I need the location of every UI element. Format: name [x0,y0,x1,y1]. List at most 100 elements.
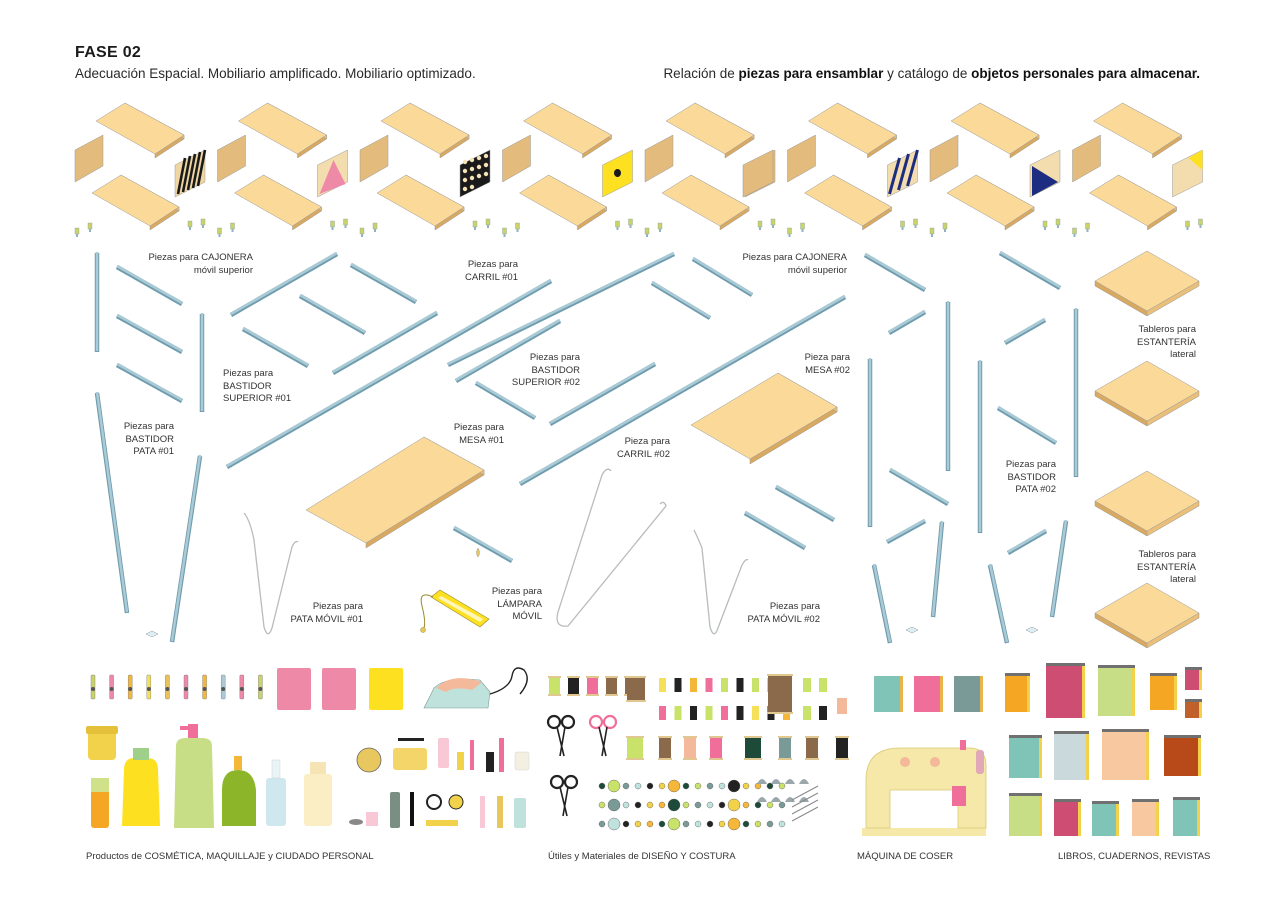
label-line: PATA MÓVIL #01 [290,613,363,625]
clothes-pin-spring [165,687,170,691]
sewing-button [634,801,642,809]
wire-legs [243,468,749,635]
drawer-fitting [502,227,507,235]
leopard-spot [483,162,489,168]
zebra-stripe [186,153,197,191]
sewing-button [667,817,681,831]
scissors-handle [546,714,562,730]
storage-box [954,676,980,712]
milk-bottle-cap [310,762,326,774]
drawer-fitting [628,218,633,226]
rod [332,310,438,374]
category-cosmetica: Productos de COSMÉTICA, MAQUILLAJE y CIU… [86,851,374,862]
sewing-button [742,782,750,790]
book-pages [1086,734,1089,780]
cream-jar [88,730,116,760]
thimble [785,779,795,784]
label-line: MÓVIL [512,611,542,622]
sewing-machine-dial [900,757,910,767]
sewing-button [718,820,726,828]
sewing-button [766,801,774,809]
personal-objects-catalog [86,663,1202,836]
leopard-spot [476,164,482,170]
sewing-button [778,801,786,809]
label-line: móvil superior [193,264,253,276]
drawer-fitting-pin [487,225,489,228]
sewing-machine-dial [930,757,940,767]
category-libros: LIBROS, CUADERNOS, REVISTAS [1058,851,1211,862]
rod [889,467,949,505]
rod [692,256,753,296]
sewing-machine-base [862,828,986,836]
drawer-back-panel [644,134,674,183]
book-spine-top [1092,801,1119,804]
navy-stripe [897,153,910,191]
drawer-fitting [330,220,335,228]
wire-leg [243,512,299,635]
clothes-pin-spring [146,687,151,691]
drawer-fitting-pin [1086,229,1089,232]
book [1173,800,1197,836]
yellow-triangle [1188,150,1203,170]
label-line: BASTIDOR [531,364,580,376]
drawer-fitting [787,227,792,235]
drawer-bottom-board-top [519,174,607,227]
book-spine-top [1046,663,1085,666]
thread-spool [568,678,579,694]
blush [366,812,378,826]
spool-rim [605,676,618,678]
drawer-bottom-board-top [234,174,322,227]
drawer-fitting-pin [76,234,78,237]
thread-spool [587,678,598,694]
drawer-top-board-top [523,102,612,155]
wire-leg [556,468,667,627]
drawer-bottom-board-top [661,174,750,227]
scissors-handle [588,714,604,730]
sewing-button [754,801,762,809]
rod [1004,317,1046,344]
small-thread [803,678,811,692]
drawer-bottom-board-top [804,174,892,227]
book-pages [1039,738,1042,778]
thread-spool [745,738,761,758]
drawer-fitting-pin [659,229,661,232]
rod [95,391,129,613]
label-line: ESTANTERÍA [1137,336,1196,348]
sewing-button [598,801,606,809]
black-dot [614,169,621,177]
cream-pot [514,751,530,771]
compact-mirror [356,747,382,773]
spool-rim [805,736,819,738]
book [1132,802,1156,836]
category-costura: Útiles y Materiales de DISEÑO Y COSTURA [548,851,736,862]
rod [997,405,1057,444]
rod [242,326,309,367]
spool-rim [744,758,762,760]
book-spine-top [1164,735,1201,738]
sewing-button [754,820,762,828]
thimble [785,797,795,802]
drawer-fitting [1042,220,1048,228]
drawer-fitting-pin [202,225,204,228]
small-thread [705,706,713,720]
drawer-fitting-pin [516,229,519,232]
sponge [349,819,363,825]
sewing-button [682,801,690,809]
book-spine-top [1185,699,1202,702]
spray-bottle [266,778,286,826]
description-bold-1: piezas para ensamblar [738,66,884,81]
drawer-fitting-pin [772,225,774,228]
small-thread [721,706,728,720]
label-line: Piezas para [453,422,504,433]
drawer-top-board-top [665,102,755,155]
thread-spool [627,678,645,700]
book [1054,802,1078,836]
navy-stripe [906,149,919,187]
rod [455,318,561,382]
sewing-button [658,820,666,828]
drawer-fitting-pin [1044,227,1046,230]
